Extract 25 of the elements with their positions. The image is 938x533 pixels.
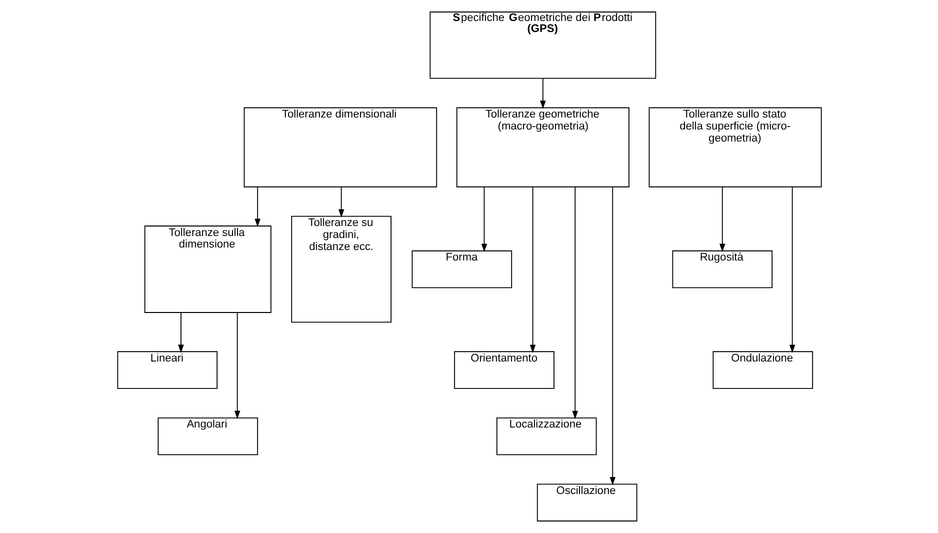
node-box: Tolleranze dimensionali [243,107,437,188]
node-box: Tolleranze sulla dimensione [144,226,271,313]
node-box: Angolari [157,417,258,456]
node-box: Rugosità [672,250,772,288]
arrow [609,186,616,486]
arrow [480,186,487,252]
arrow [178,312,184,353]
node-box: Localizzazione [496,417,596,456]
arrow [718,186,725,252]
arrow [254,186,260,228]
node-box: Specifiche Geometriche dei Prodotti (GPS) [429,12,656,79]
arrow [338,186,344,218]
arrow [234,312,240,420]
node-box: Tolleranze geometriche (macro-geometria) [456,107,629,188]
arrow [540,78,546,109]
node-box: Ondulazione [712,351,813,389]
node-box: Forma [411,250,512,288]
node-box: Tolleranze sullo stato della superficie (micro-geometria) [648,107,822,188]
node-box: Tolleranze su gradini, distanze ecc. [290,216,391,323]
node-box: Lineari [116,351,218,389]
arrow [572,186,578,420]
arrow [529,186,536,353]
node-box: Oscillazione [536,484,637,522]
arrow [788,186,795,353]
node-box: Orientamento [454,351,554,389]
